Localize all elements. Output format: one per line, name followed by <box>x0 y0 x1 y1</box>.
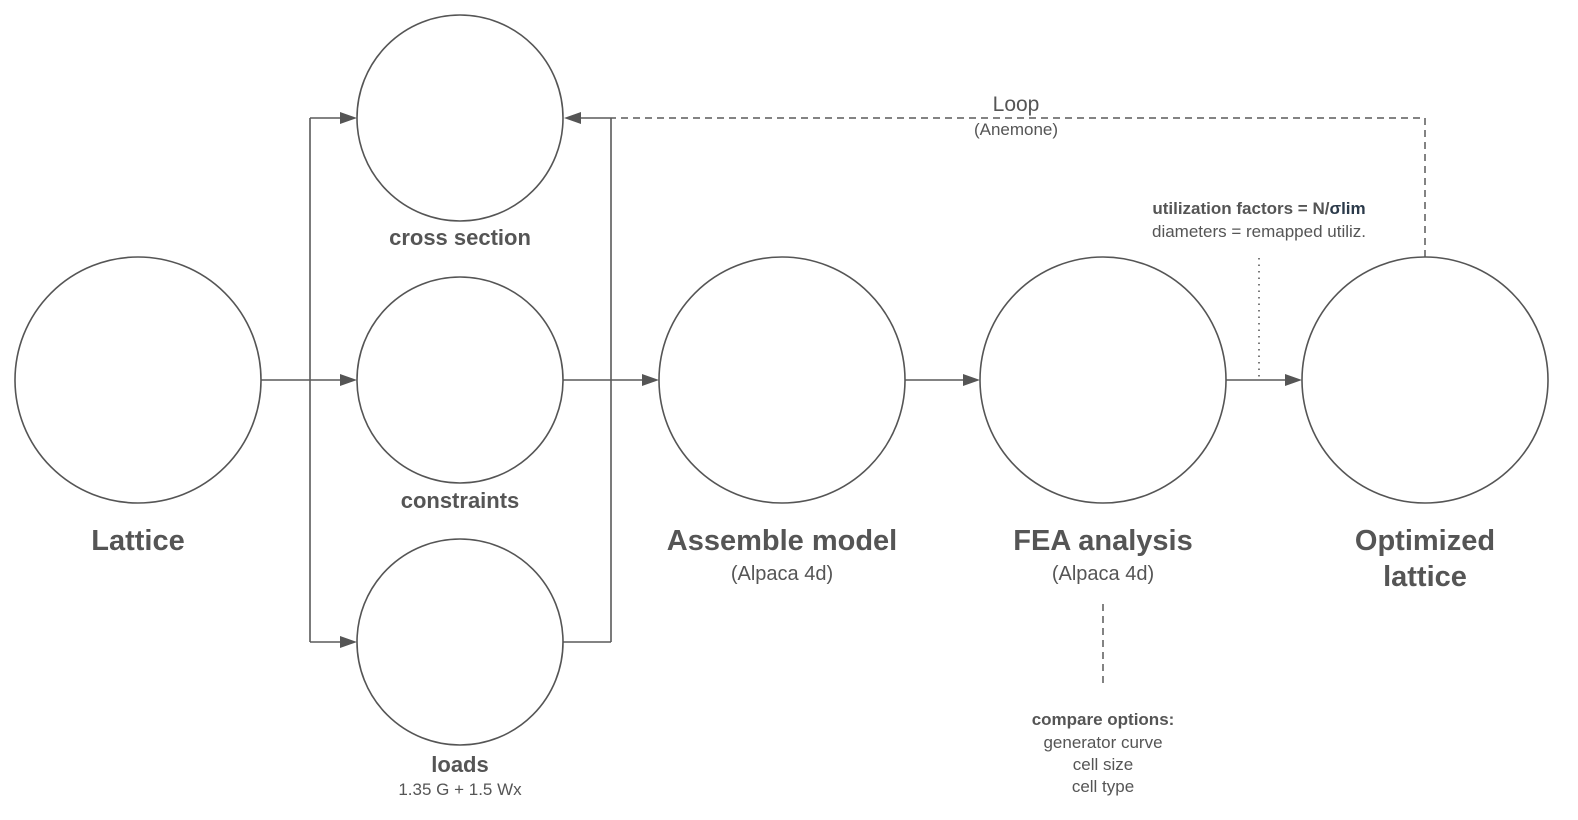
compare-title: compare options: <box>1032 710 1175 729</box>
node-title: Lattice <box>91 525 184 557</box>
node-circle <box>979 256 1227 504</box>
node-subtitle: (Alpaca 4d) <box>1052 563 1154 585</box>
node-fea-analysis[interactable]: FEA analysis (Alpaca 4d) <box>979 256 1227 585</box>
utilization-formula-prefix: utilization factors = N/ <box>1152 199 1329 218</box>
node-circle <box>356 538 564 746</box>
node-circle <box>356 14 564 222</box>
utilization-annotation: utilization factors = N/σlim diameters =… <box>1152 199 1366 241</box>
node-assemble-model[interactable]: Assemble model (Alpaca 4d) <box>658 256 906 585</box>
connector-loop <box>611 117 1426 257</box>
node-circle <box>14 256 262 504</box>
utilization-formula-sigma: σlim <box>1329 199 1365 218</box>
loop-annotation: Loop (Anemone) <box>974 93 1058 139</box>
loop-title: Loop <box>993 93 1040 116</box>
node-circle <box>658 256 906 504</box>
loop-label-mask <box>975 96 1057 110</box>
node-subtitle: (Alpaca 4d) <box>731 563 833 585</box>
node-title-line2: lattice <box>1383 561 1467 593</box>
node-title-line1: Optimized <box>1355 525 1495 557</box>
compare-options-annotation: compare options: generator curve cell si… <box>1032 710 1175 796</box>
node-loads[interactable]: loads 1.35 G + 1.5 Wx <box>356 538 564 799</box>
arrowhead <box>1285 374 1302 386</box>
arrowhead <box>340 112 357 124</box>
compare-item: cell type <box>1072 777 1134 796</box>
node-circle <box>1301 256 1549 504</box>
node-cross-section[interactable]: cross section <box>356 14 564 250</box>
node-title: FEA analysis <box>1013 525 1192 557</box>
connectors <box>261 112 1426 688</box>
arrowhead <box>564 112 581 124</box>
node-optimized-lattice[interactable]: Optimized lattice <box>1301 256 1549 593</box>
node-title: constraints <box>401 488 520 513</box>
arrowhead <box>340 374 357 386</box>
arrowhead <box>642 374 659 386</box>
utilization-formula: utilization factors = N/σlim <box>1152 199 1365 218</box>
node-subtitle: 1.35 G + 1.5 Wx <box>398 780 522 799</box>
compare-item: generator curve <box>1043 733 1162 752</box>
arrowhead <box>340 636 357 648</box>
node-title: loads <box>431 752 488 777</box>
node-constraints[interactable]: constraints <box>356 276 564 513</box>
node-title: Assemble model <box>667 525 897 557</box>
compare-item: cell size <box>1073 755 1133 774</box>
node-title: cross section <box>389 225 531 250</box>
node-lattice[interactable]: Lattice <box>14 256 262 557</box>
node-circle <box>356 276 564 484</box>
loop-subtitle: (Anemone) <box>974 120 1058 139</box>
arrowhead <box>963 374 980 386</box>
utilization-diameters: diameters = remapped utiliz. <box>1152 222 1366 241</box>
